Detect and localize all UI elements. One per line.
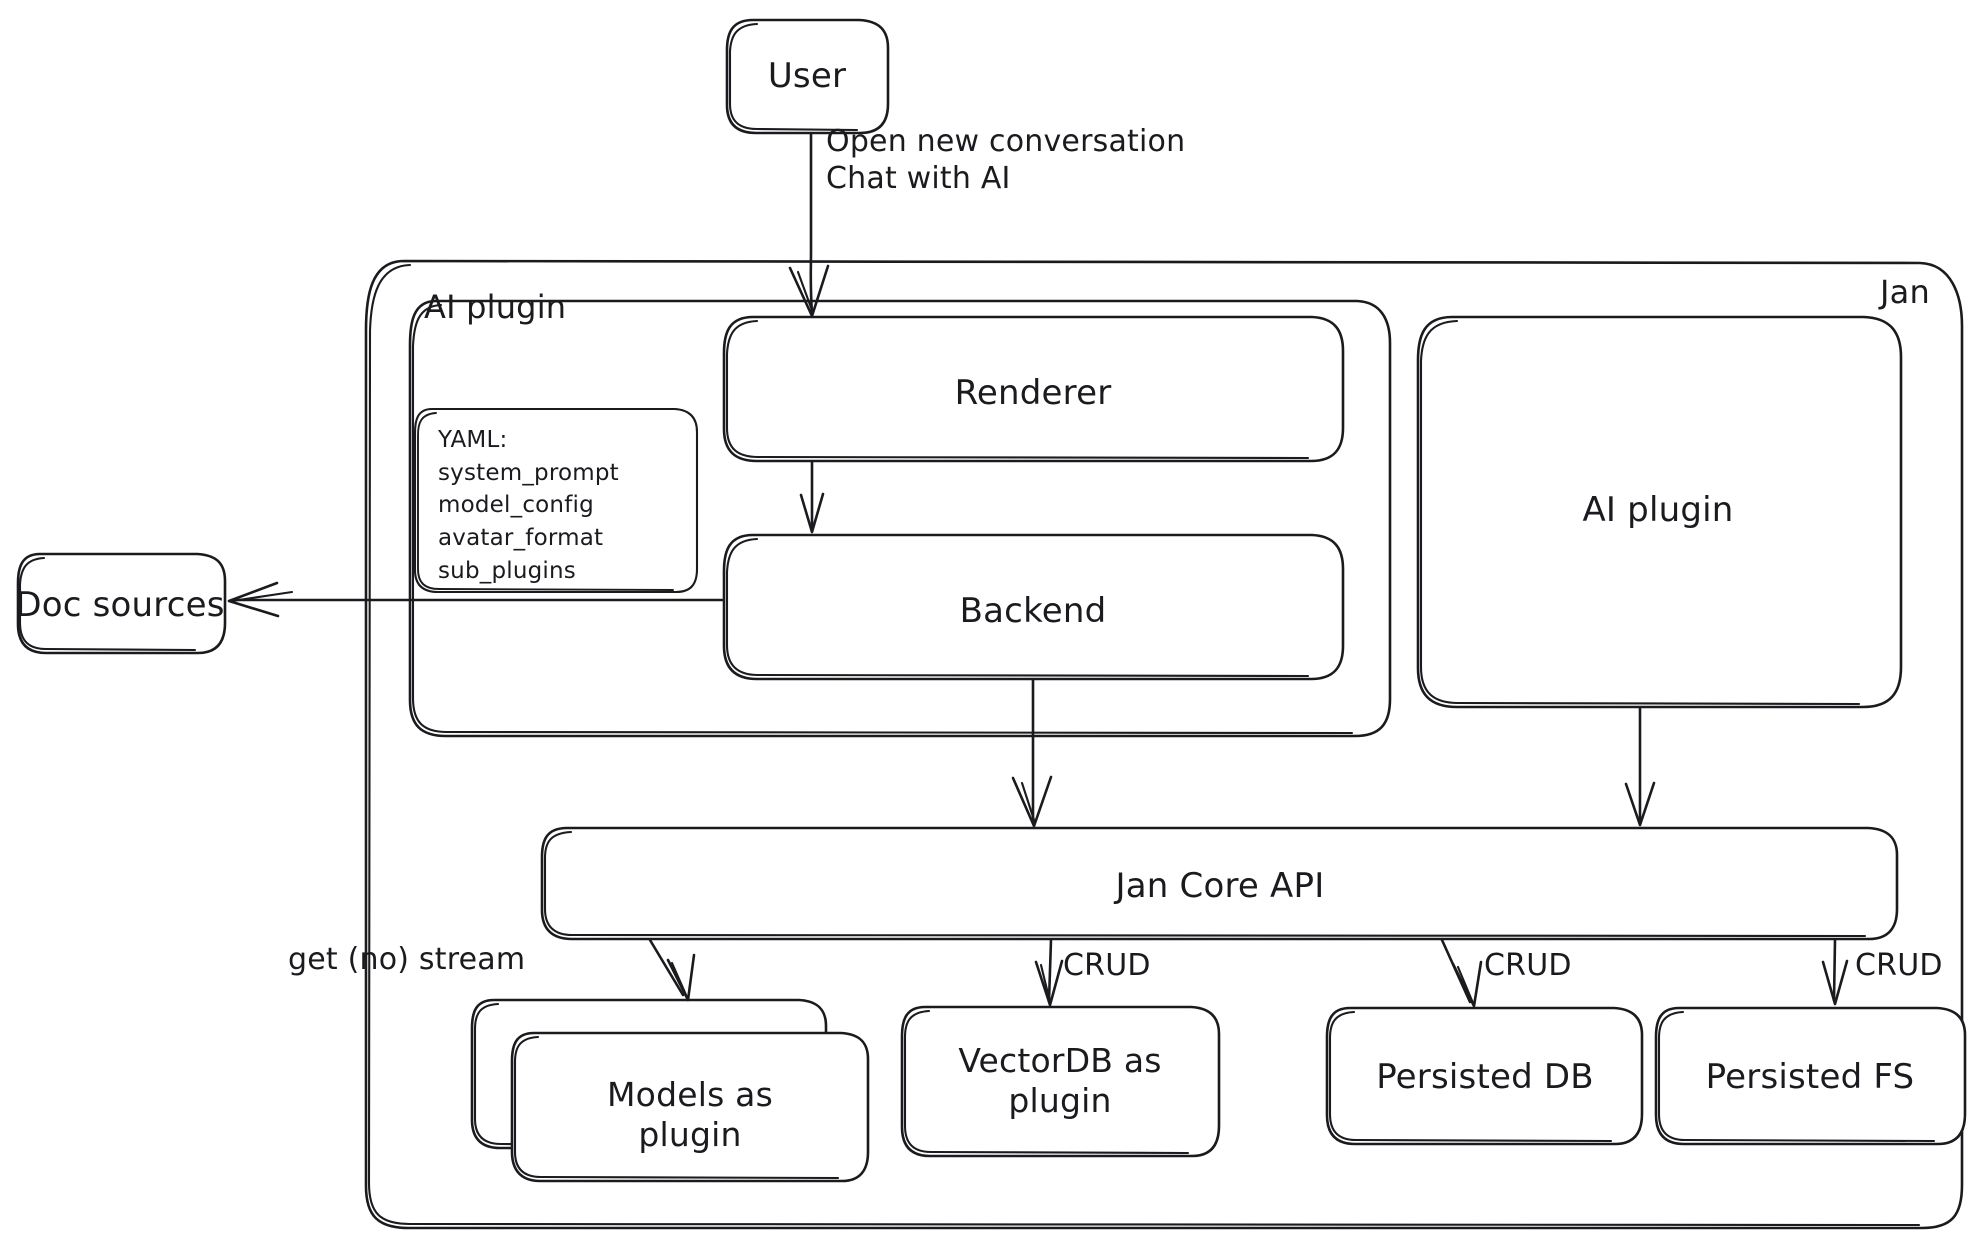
arrow-core-api-to-persisted-db [1440,938,1483,1008]
node-label-persisted-fs: Persisted FS [1705,1057,1915,1097]
node-label-jan-core-api: Jan Core API [1115,866,1325,906]
node-label-renderer: Renderer [954,373,1112,413]
arrow-renderer-to-backend [799,460,825,534]
container-label-jan: Jan [1880,273,1930,311]
node-label-user: User [767,56,847,96]
edge-label-crud-persisted-db: CRUD [1484,948,1572,983]
edge-label-crud-vectordb: CRUD [1063,948,1151,983]
arrow-core-api-to-vectordb [1034,938,1064,1007]
node-label-vectordb-plugin: VectorDB as plugin [958,1041,1162,1121]
arrow-core-api-to-persisted-fs [1821,938,1849,1006]
arrow-core-api-to-models [648,938,696,1002]
node-label-backend: Backend [959,591,1107,631]
node-label-ai-plugin: AI plugin [1582,490,1734,530]
container-label-ai-plugin: AI plugin [424,288,567,326]
node-label-persisted-db: Persisted DB [1376,1057,1594,1097]
edge-label-crud-persisted-fs: CRUD [1855,948,1943,983]
yaml-config-text: YAML: system_prompt model_config avatar_… [438,427,619,584]
edge-label-open-conversation: Open new conversation Chat with AI [826,124,1186,196]
node-label-models-plugin: Models as plugin [607,1075,773,1155]
arrow-backend-to-doc-sources [227,581,724,618]
node-label-doc-sources: Doc sources [15,585,225,625]
arrow-backend-to-core-api [1011,678,1053,828]
edge-label-get-no-stream: get (no) stream [288,942,526,977]
arrow-user-to-renderer [788,132,830,318]
arrow-ai-plugin-to-core-api [1624,706,1656,827]
